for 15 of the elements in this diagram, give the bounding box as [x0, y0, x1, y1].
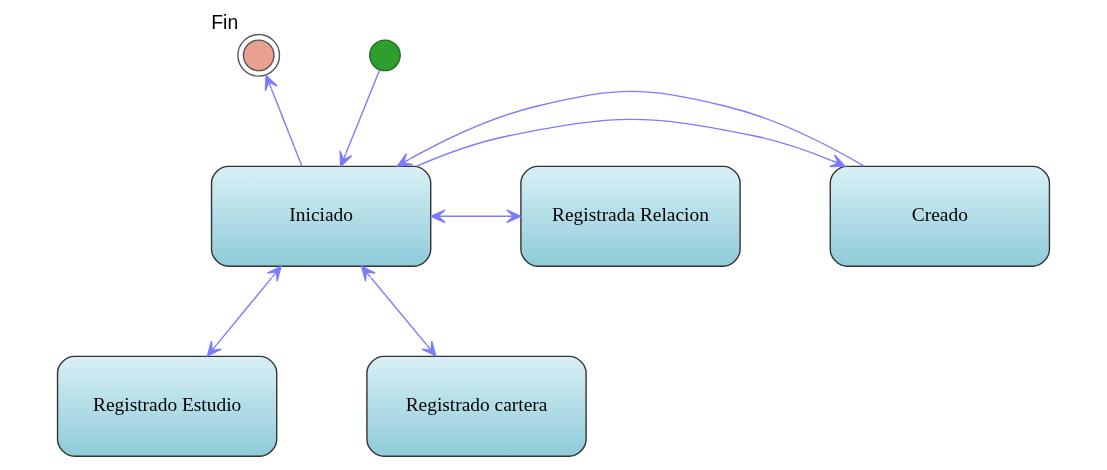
arrow — [264, 74, 303, 167]
arrow — [339, 69, 381, 167]
arrow — [360, 265, 437, 357]
node-box: Registrado Estudio — [56, 355, 278, 457]
node-box: Iniciado — [210, 165, 432, 267]
node-box: Registrada Relacion — [520, 165, 741, 267]
arrow — [430, 209, 522, 224]
arrow — [416, 118, 846, 168]
node-circle — [369, 39, 401, 72]
node-circle — [237, 33, 281, 77]
arrow — [206, 265, 282, 357]
arrow — [396, 90, 865, 167]
node-box: Registrado cartera — [366, 355, 587, 457]
node-label: Fin — [211, 11, 239, 34]
node-box: Creado — [829, 165, 1051, 267]
